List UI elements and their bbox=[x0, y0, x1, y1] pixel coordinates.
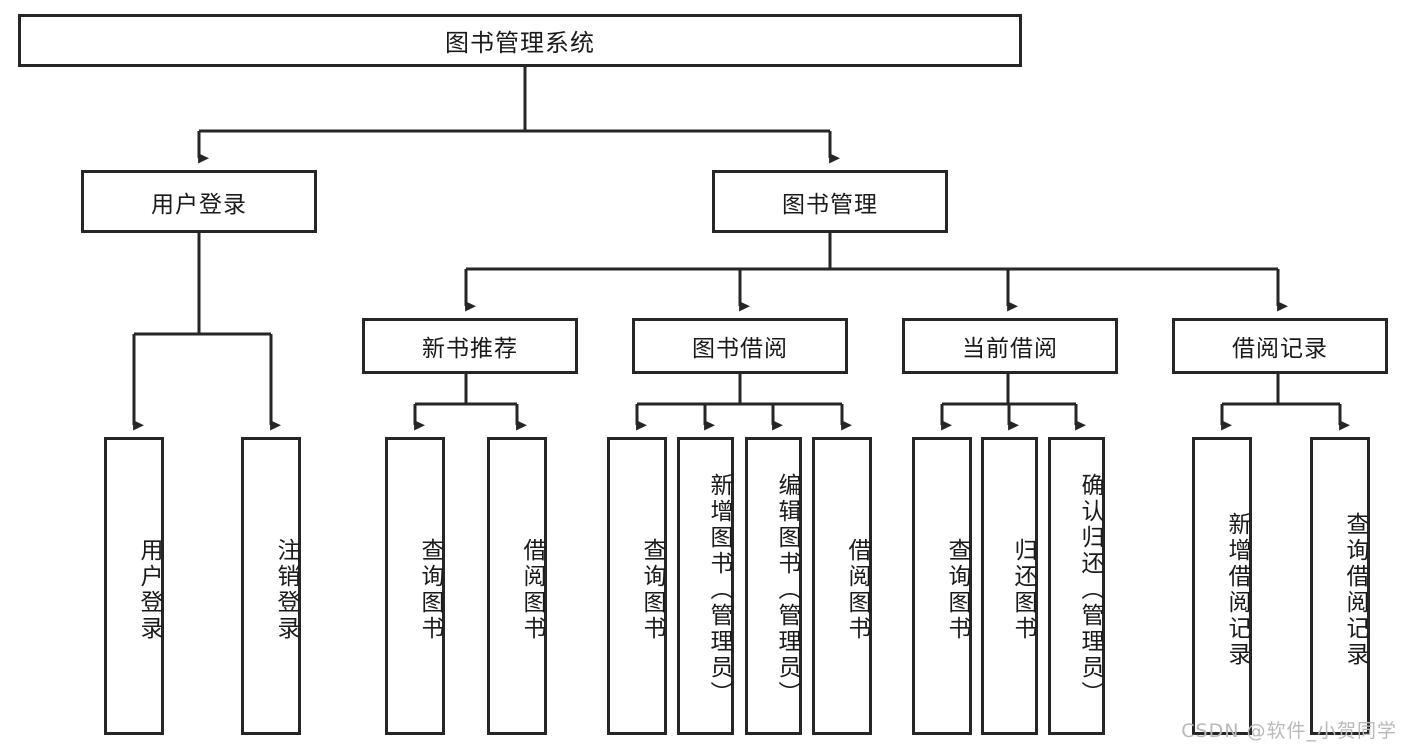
node-user-login[interactable]: 用户登录 bbox=[81, 170, 317, 233]
leaf-logout[interactable]: 注销登录 bbox=[241, 437, 301, 735]
node-book-management[interactable]: 图书管理 bbox=[712, 170, 948, 233]
leaf-add-borrow-record[interactable]: 新增借阅记录 bbox=[1192, 437, 1252, 735]
node-current-borrow[interactable]: 当前借阅 bbox=[902, 318, 1118, 374]
leaf-query-book-new[interactable]: 查询图书 bbox=[385, 437, 445, 735]
leaf-user-login[interactable]: 用户登录 bbox=[104, 437, 164, 735]
leaf-borrow-book[interactable]: 借阅图书 bbox=[812, 437, 872, 735]
leaf-confirm-return-admin[interactable]: 确认归还（管理员） bbox=[1048, 437, 1105, 735]
leaf-query-book-current[interactable]: 查询图书 bbox=[912, 437, 972, 735]
node-new-book-recommend[interactable]: 新书推荐 bbox=[362, 318, 578, 374]
csdn-watermark: CSDN @软件_小贺同学 bbox=[1181, 720, 1397, 742]
leaf-borrow-book-new[interactable]: 借阅图书 bbox=[487, 437, 547, 735]
leaf-query-borrow-record[interactable]: 查询借阅记录 bbox=[1310, 437, 1370, 735]
node-book-borrow[interactable]: 图书借阅 bbox=[632, 318, 848, 374]
node-root-system[interactable]: 图书管理系统 bbox=[18, 14, 1022, 67]
leaf-add-book-admin[interactable]: 新增图书（管理员） bbox=[677, 437, 734, 735]
leaf-edit-book-admin[interactable]: 编辑图书（管理员） bbox=[745, 437, 802, 735]
leaf-query-book-borrow[interactable]: 查询图书 bbox=[607, 437, 667, 735]
leaf-return-book[interactable]: 归还图书 bbox=[981, 437, 1038, 735]
node-borrow-record[interactable]: 借阅记录 bbox=[1172, 318, 1388, 374]
